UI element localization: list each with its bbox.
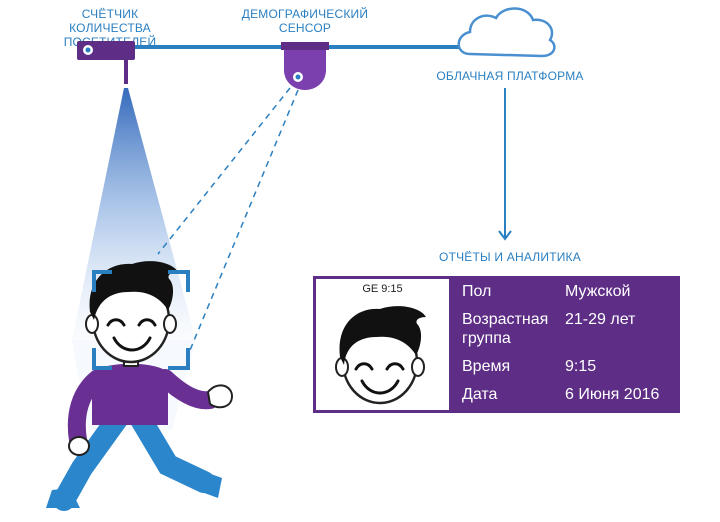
report-photo: GE 9:15 xyxy=(313,276,452,413)
demographic-sensor-label-line2: СЕНСОР xyxy=(278,21,332,35)
sensor-view-line-1 xyxy=(157,87,291,255)
row-label-date: Дата xyxy=(462,386,498,403)
dome-camera-icon xyxy=(281,42,329,90)
row-value-gender: Мужской xyxy=(565,283,631,300)
report-details: Пол Мужской Возрастная группа 21-29 лет … xyxy=(452,276,680,413)
face-detection-frame xyxy=(92,270,190,370)
down-arrow-icon xyxy=(498,88,512,241)
face-portrait-icon xyxy=(335,306,426,405)
person-illustration xyxy=(46,261,234,511)
demographic-sensor-label-line1: ДЕМОГРАФИЧЕСКИЙ xyxy=(241,7,369,21)
demographic-sensor-label: ДЕМОГРАФИЧЕСКИЙ СЕНСОР xyxy=(235,7,375,35)
row-label-age-line1: Возрастная xyxy=(462,311,549,328)
row-value-date: 6 Июня 2016 xyxy=(565,386,660,403)
row-label-gender: Пол xyxy=(462,283,492,300)
row-value-time: 9:15 xyxy=(565,358,597,375)
visitor-counter-device-icon xyxy=(77,41,135,84)
reports-label: ОТЧЁТЫ И АНАЛИТИКА xyxy=(439,250,581,264)
cloud-icon xyxy=(457,7,556,58)
row-label-time: Время xyxy=(462,358,511,375)
row-label-age-line2: группа xyxy=(462,330,511,347)
visitor-counter-label-line1: СЧЁТЧИК КОЛИЧЕСТВА xyxy=(69,7,151,35)
cloud-platform-label: ОБЛАЧНАЯ ПЛАТФОРМА xyxy=(436,69,584,83)
row-value-age: 21-29 лет xyxy=(565,311,636,328)
report-timestamp: GE 9:15 xyxy=(362,283,403,295)
report-card: GE 9:15 Пол Мужской Возрастная группа 21… xyxy=(313,276,680,413)
sensor-view-line-2 xyxy=(187,89,299,356)
